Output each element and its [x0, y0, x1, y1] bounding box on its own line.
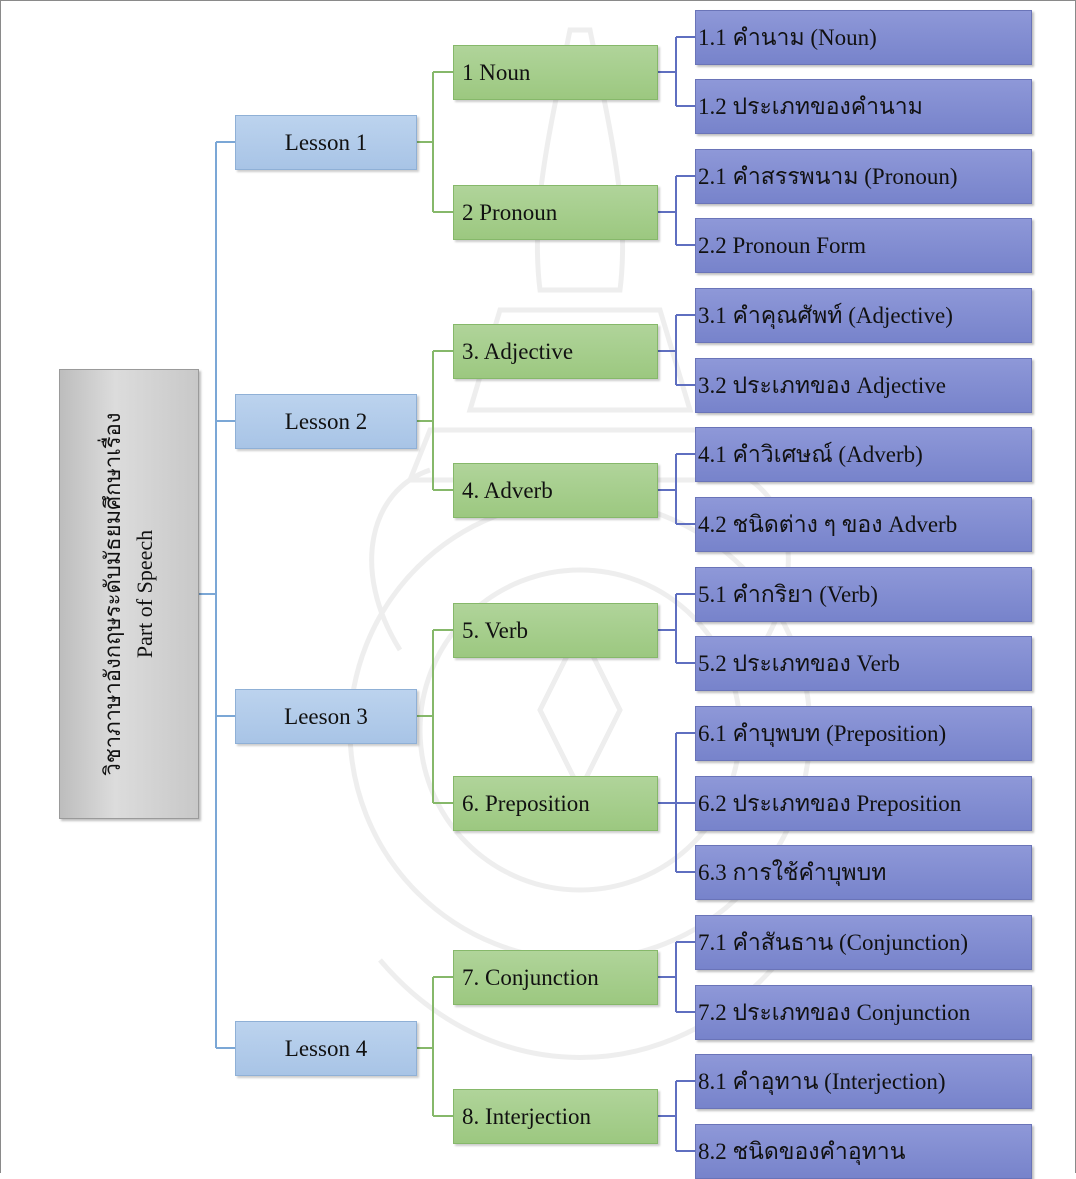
- subtopic-node: 6.3 การใช้คำบุพบท: [695, 845, 1032, 900]
- topic-node: 2 Pronoun: [453, 185, 658, 240]
- topic-node: 3. Adjective: [453, 324, 658, 379]
- root-node: วิชาภาษาอังกฤษระดับมัธยมศึกษาเรื่อง Part…: [59, 369, 199, 819]
- subtopic-node: 8.1 คำอุทาน (Interjection): [695, 1054, 1032, 1109]
- topic-node: 4. Adverb: [453, 463, 658, 518]
- lesson-node: Lesson 4: [235, 1021, 417, 1076]
- subtopic-node: 7.1 คำสันธาน (Conjunction): [695, 915, 1032, 970]
- topic-node: 8. Interjection: [453, 1089, 658, 1144]
- subtopic-node: 1.1 คำนาม (Noun): [695, 10, 1032, 65]
- subtopic-node: 8.2 ชนิดของคำอุทาน: [695, 1124, 1032, 1179]
- subtopic-node: 1.2 ประเภทของคำนาม: [695, 79, 1032, 134]
- topic-node: 5. Verb: [453, 603, 658, 658]
- root-title-english: Part of Speech: [132, 529, 157, 659]
- subtopic-node: 5.2 ประเภทของ Verb: [695, 636, 1032, 691]
- subtopic-node: 3.2 ประเภทของ Adjective: [695, 358, 1032, 413]
- topic-node: 1 Noun: [453, 45, 658, 100]
- lesson-node: Lesson 1: [235, 115, 417, 170]
- subtopic-node: 6.2 ประเภทของ Preposition: [695, 776, 1032, 831]
- subtopic-node: 3.1 คำคุณศัพท์ (Adjective): [695, 288, 1032, 343]
- subtopic-node: 4.2 ชนิดต่าง ๆ ของ Adverb: [695, 497, 1032, 552]
- lesson-node: Lesson 2: [235, 394, 417, 449]
- root-title-thai: วิชาภาษาอังกฤษระดับมัธยมศึกษาเรื่อง: [100, 412, 125, 776]
- subtopic-node: 7.2 ประเภทของ Conjunction: [695, 985, 1032, 1040]
- root-label: วิชาภาษาอังกฤษระดับมัธยมศึกษาเรื่อง Part…: [97, 369, 161, 819]
- lesson-node: Leeson 3: [235, 689, 417, 744]
- subtopic-node: 5.1 คำกริยา (Verb): [695, 567, 1032, 622]
- subtopic-node: 4.1 คำวิเศษณ์ (Adverb): [695, 427, 1032, 482]
- subtopic-node: 2.2 Pronoun Form: [695, 218, 1032, 273]
- subtopic-node: 2.1 คำสรรพนาม (Pronoun): [695, 149, 1032, 204]
- topic-node: 7. Conjunction: [453, 950, 658, 1005]
- topic-node: 6. Preposition: [453, 776, 658, 831]
- subtopic-node: 6.1 คำบุพบท (Preposition): [695, 706, 1032, 761]
